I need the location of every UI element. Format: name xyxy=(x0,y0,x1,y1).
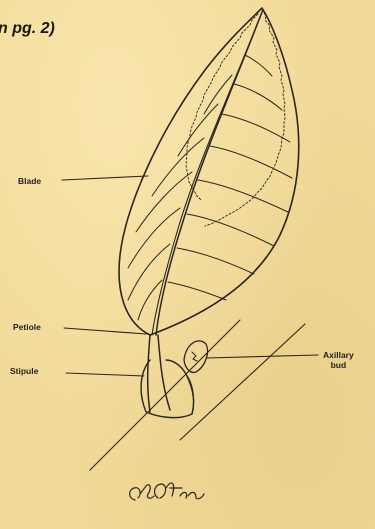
vein xyxy=(177,248,254,274)
petiole-right xyxy=(158,335,170,410)
petiole xyxy=(148,335,150,412)
midrib xyxy=(156,12,262,335)
vein xyxy=(222,114,290,142)
signature xyxy=(130,483,204,500)
leader-axillary-bud xyxy=(206,355,318,358)
vein xyxy=(136,172,192,232)
label-blade: Blade xyxy=(18,176,41,186)
vein xyxy=(245,55,272,76)
leader-petiole xyxy=(64,328,146,334)
leader-blade xyxy=(62,176,148,180)
label-stipule: Stipule xyxy=(10,366,38,376)
leader-stipule xyxy=(66,373,144,376)
label-axillary-bud-line2: bud xyxy=(323,360,354,370)
stem-line xyxy=(90,320,240,470)
label-axillary-bud-line1: Axillary xyxy=(323,350,354,360)
vein xyxy=(152,138,204,196)
vein xyxy=(187,214,274,246)
vein xyxy=(234,84,282,110)
label-axillary-bud: Axillary bud xyxy=(323,350,354,370)
vein xyxy=(168,282,226,300)
vein xyxy=(178,104,218,156)
stem-line xyxy=(180,324,305,440)
vein xyxy=(198,180,288,212)
label-petiole: Petiole xyxy=(13,322,41,332)
axillary-bud-detail xyxy=(192,352,197,361)
